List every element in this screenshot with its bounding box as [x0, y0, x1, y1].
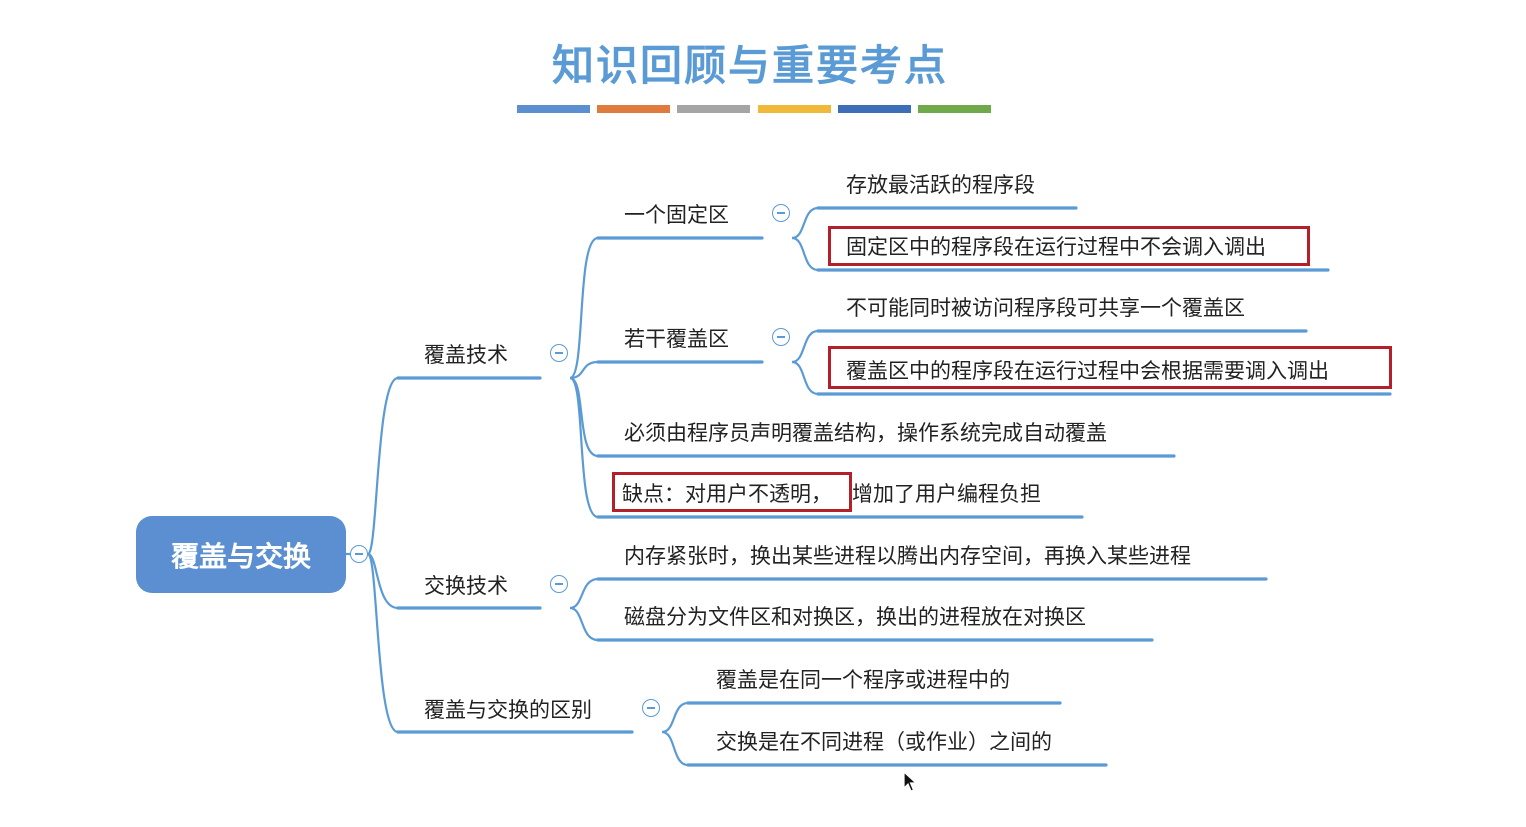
node-diff-c1[interactable]: 覆盖是在同一个程序或进程中的: [716, 668, 1010, 692]
node-fixed[interactable]: 一个固定区: [624, 203, 729, 227]
connector-multi-c2: [791, 360, 819, 396]
accent-bar: [677, 105, 750, 113]
accent-bar: [918, 105, 991, 113]
connector-swap-c2: [569, 606, 599, 642]
connector-diff-c1: [661, 701, 689, 734]
connector-overlay-declare: [569, 376, 599, 458]
node-diff[interactable]: 覆盖与交换的区别: [424, 698, 592, 722]
node-overlay[interactable]: 覆盖技术: [424, 343, 508, 367]
node-multi-c1[interactable]: 不可能同时被访问程序段可共享一个覆盖区: [846, 296, 1245, 320]
connector-fixed-c1: [791, 206, 819, 240]
connector-fixed-c2: [791, 236, 819, 272]
connector-overlay-multi: [569, 360, 599, 380]
connector-overlay-drawback: [569, 376, 599, 519]
collapse-diff-icon[interactable]: [642, 699, 660, 717]
node-multi[interactable]: 若干覆盖区: [624, 327, 729, 351]
collapse-swap-icon[interactable]: [550, 575, 568, 593]
connector-swap-c1: [569, 577, 599, 610]
collapse-root-icon[interactable]: [350, 545, 368, 563]
accent-bar: [758, 105, 831, 113]
node-fixed-c2[interactable]: 固定区中的程序段在运行过程中不会调入调出: [846, 235, 1266, 259]
accent-bar: [517, 105, 590, 113]
highlight-box: [828, 226, 1310, 266]
node-drawback[interactable]: 缺点：对用户不透明，: [622, 482, 832, 506]
node-declare[interactable]: 必须由程序员声明覆盖结构，操作系统完成自动覆盖: [624, 421, 1107, 445]
node-swap-c2[interactable]: 磁盘分为文件区和对换区，换出的进程放在对换区: [624, 605, 1086, 629]
node-diff-c2[interactable]: 交换是在不同进程（或作业）之间的: [716, 730, 1052, 754]
connector-overlay-fixed: [569, 236, 599, 380]
connector-multi-c1: [791, 329, 819, 364]
accent-bar: [838, 105, 911, 113]
page-title: 知识回顾与重要考点: [551, 41, 948, 90]
highlight-box: [828, 346, 1392, 389]
node-swap-c1[interactable]: 内存紧张时，换出某些进程以腾出内存空间，再换入某些进程: [624, 544, 1191, 568]
node-swap[interactable]: 交换技术: [424, 574, 508, 598]
node-multi-c2[interactable]: 覆盖区中的程序段在运行过程中会根据需要调入调出: [846, 359, 1329, 383]
connector-root-swap: [367, 552, 399, 610]
mouse-cursor-icon: [903, 771, 918, 792]
collapse-multi-icon[interactable]: [772, 328, 790, 346]
connector-diff-c2: [661, 730, 689, 767]
collapse-overlay-icon[interactable]: [550, 344, 568, 362]
connector-root-overlay: [366, 376, 399, 556]
accent-bar: [597, 105, 670, 113]
highlight-box: [612, 472, 852, 512]
root-node[interactable]: 覆盖与交换: [136, 516, 346, 593]
node-drawback-rest[interactable]: 增加了用户编程负担: [852, 482, 1041, 506]
connector-root-diff: [366, 552, 399, 734]
node-fixed-c1[interactable]: 存放最活跃的程序段: [846, 173, 1035, 197]
collapse-fixed-icon[interactable]: [772, 204, 790, 222]
